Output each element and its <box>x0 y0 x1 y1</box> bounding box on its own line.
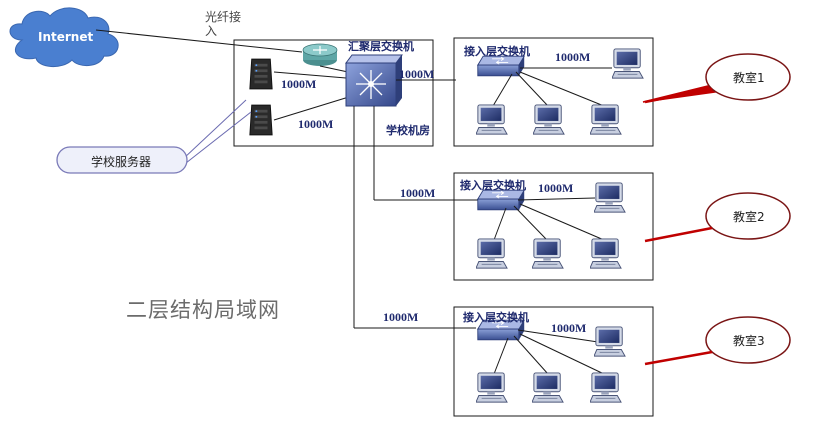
access-switch-1-label: 接入层交换机 <box>464 45 530 58</box>
fiber-label: 光纤接入 <box>205 10 242 38</box>
core-switch-label: 汇聚层交换机 <box>348 40 414 53</box>
pc-1a-icon <box>612 48 644 79</box>
classroom-3-callout <box>644 316 791 366</box>
pc-3c-icon <box>532 372 564 403</box>
classroom-1-callout <box>642 53 791 104</box>
core-room-box <box>233 39 434 147</box>
pc-1b-icon <box>476 104 508 135</box>
internet-cloud-icon <box>9 7 119 67</box>
room-1-speed: 1000M <box>555 50 591 64</box>
server-2-icon <box>249 104 273 136</box>
room-3-speed: 1000M <box>551 321 587 335</box>
server-callout <box>56 99 252 174</box>
access-switch-2-label: 接入层交换机 <box>460 179 526 192</box>
fiber-line <box>95 29 303 53</box>
core-right-speed: 1000M <box>399 67 435 81</box>
pc-1c-icon <box>533 104 565 135</box>
classroom-3-label: 教室3 <box>733 334 765 348</box>
room-2-uplink-speed: 1000M <box>400 186 436 200</box>
internet-label: Internet <box>38 30 94 44</box>
room-2-speed: 1000M <box>538 181 574 195</box>
pc-1d-icon <box>590 104 622 135</box>
access-switch-2-icon <box>477 189 525 211</box>
room-3-uplink-speed: 1000M <box>383 310 419 324</box>
pc-3a-icon <box>594 326 626 357</box>
classroom-1-label: 教室1 <box>733 71 765 85</box>
router-icon <box>302 43 338 66</box>
pc-3d-icon <box>590 372 622 403</box>
core-room-label: 学校机房 <box>386 124 430 137</box>
classroom-2-label: 教室2 <box>733 210 765 224</box>
pc-2c-icon <box>532 238 564 269</box>
core-switch-icon <box>345 54 403 107</box>
server-1-speed: 1000M <box>281 77 317 91</box>
pc-2b-icon <box>476 238 508 269</box>
classroom-1-box <box>453 37 654 147</box>
server-1-icon <box>249 58 273 90</box>
diagram-title: 二层结构局域网 <box>126 298 280 322</box>
pc-3b-icon <box>476 372 508 403</box>
classroom-2-box <box>453 172 654 281</box>
access-switch-3-label: 接入层交换机 <box>463 311 529 324</box>
classroom-2-callout <box>644 192 791 243</box>
server-callout-label: 学校服务器 <box>91 155 152 169</box>
pc-2a-icon <box>594 182 626 213</box>
pc-2d-icon <box>590 238 622 269</box>
server-2-speed: 1000M <box>298 117 334 131</box>
